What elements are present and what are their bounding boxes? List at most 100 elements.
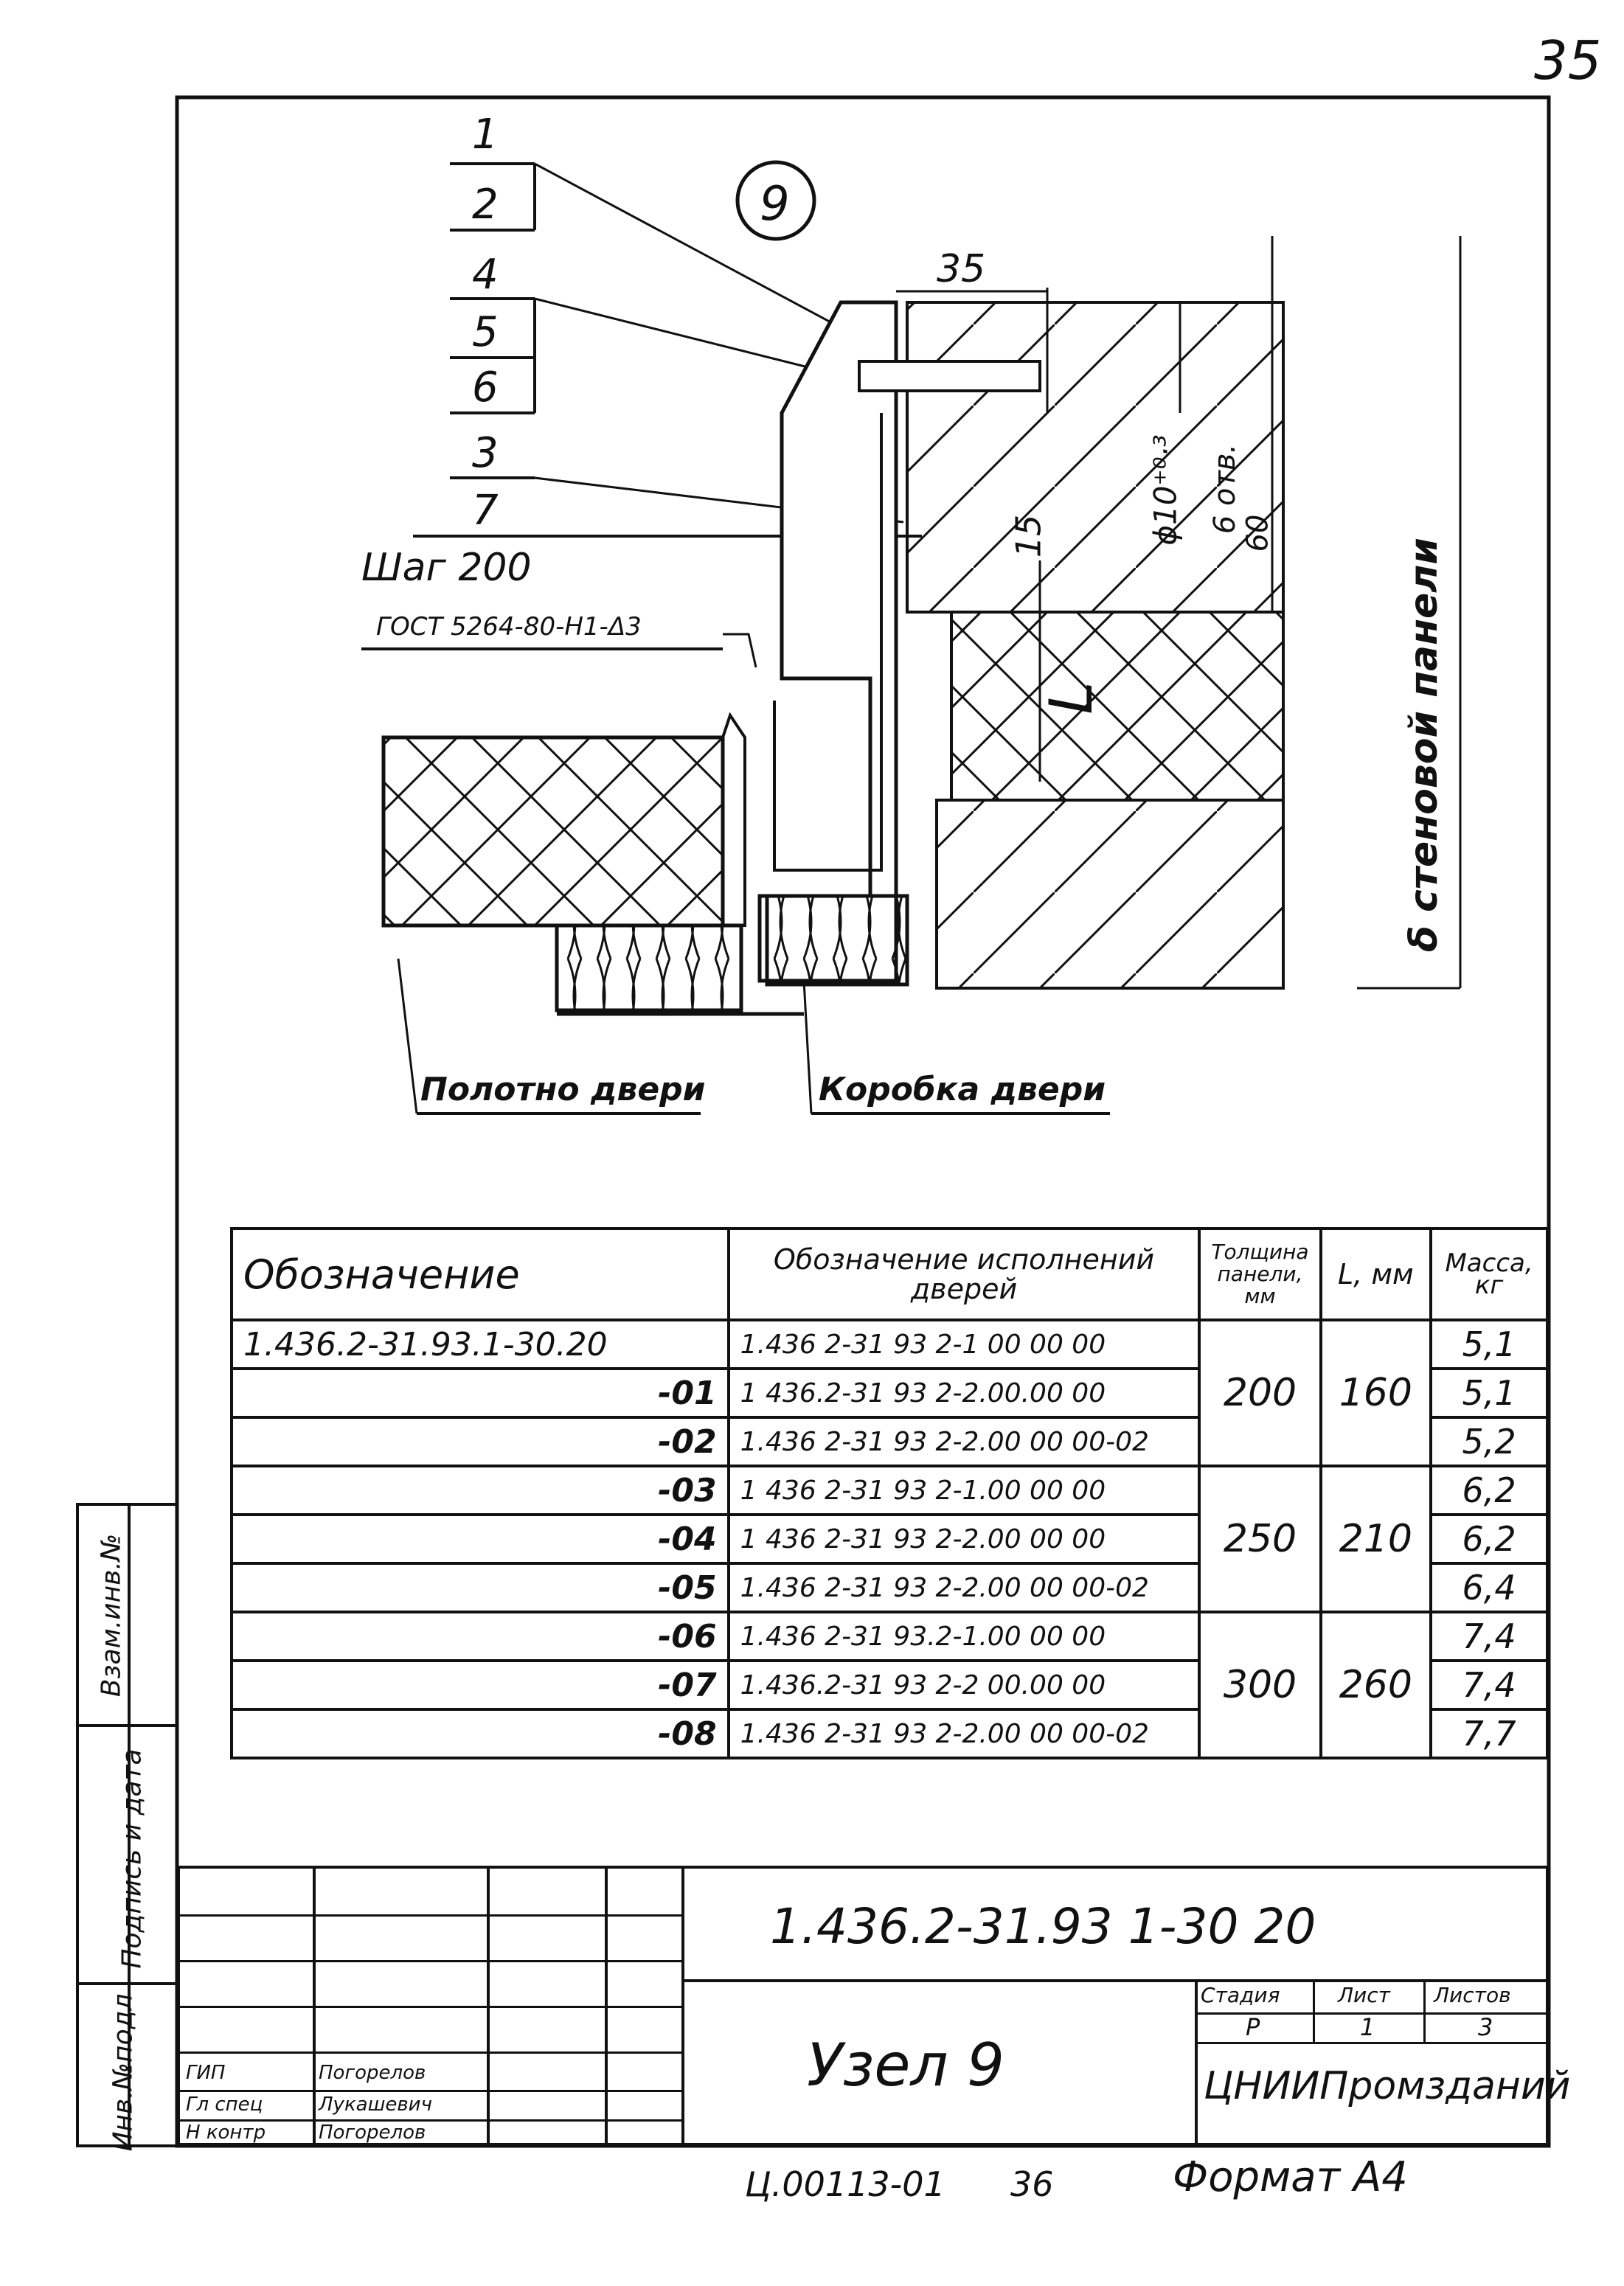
cell-mass: 5,1 xyxy=(1429,1367,1549,1419)
cell-designation: -06 xyxy=(230,1611,730,1662)
cell-door-exec: 1.436 2-31 93 2-2.00 00 00-02 xyxy=(726,1708,1201,1759)
callout-2: 2 xyxy=(472,181,499,229)
cell-designation: -03 xyxy=(230,1465,730,1516)
table-row: -03 1 436 2-31 93 2-1.00 00 00 250 210 6… xyxy=(230,1465,1549,1613)
sheet-frame xyxy=(175,95,1551,2148)
seal-left xyxy=(555,923,743,1012)
th-door-exec: Обозначение исполнений дверей xyxy=(726,1227,1201,1321)
role-gip: ГИП xyxy=(186,2062,226,2084)
cell-thickness: 200 xyxy=(1198,1319,1322,1467)
stamp-inv-replace: Взам.инв.№ xyxy=(96,1533,127,1698)
dim-panel-thickness: δ стеновой панели xyxy=(1401,538,1446,952)
node-number: 9 xyxy=(760,177,790,232)
table-row: -05 1.436 2-31 93 2-2.00 00 00-02 6,4 xyxy=(230,1562,1549,1613)
cell-thickness: 250 xyxy=(1198,1465,1322,1613)
stamp-inv-orig: Инв.№подл xyxy=(108,1993,139,2152)
cell-L: 260 xyxy=(1319,1611,1433,1759)
callout-4: 4 xyxy=(472,251,499,299)
role-norm-control: Н контр xyxy=(186,2122,266,2144)
th-designation: Обозначение xyxy=(230,1227,730,1321)
page-number: 35 xyxy=(1534,29,1602,91)
cell-designation: -08 xyxy=(230,1708,730,1759)
archive-num: 36 xyxy=(1010,2164,1054,2204)
door-leaf-insulation xyxy=(381,735,725,928)
cell-thickness: 300 xyxy=(1198,1611,1322,1759)
sheets-label: Листов xyxy=(1434,1983,1511,2007)
cell-L: 160 xyxy=(1319,1319,1433,1467)
spec-table: Обозначение Обозначение исполнений двере… xyxy=(230,1227,1549,1759)
th-mass: Масса, кг xyxy=(1429,1227,1549,1321)
step-label: Шаг 200 xyxy=(361,546,532,590)
callout-3: 3 xyxy=(472,429,499,477)
cell-mass: 6,2 xyxy=(1429,1465,1549,1516)
dim-35: 35 xyxy=(937,247,986,291)
frame-profile xyxy=(757,300,898,983)
caption-door-frame: Коробка двери xyxy=(819,1071,1106,1108)
gost-label: ГОСТ 5264-80-Н1-Δ3 xyxy=(376,612,642,642)
callout-7: 7 xyxy=(472,487,499,535)
name-norm-control: Погорелов xyxy=(319,2122,426,2144)
doc-code: 1.436.2-31.93 1-30 20 xyxy=(770,1898,1316,1955)
org-name: ЦНИИПромзданий xyxy=(1204,2064,1571,2108)
table-row: -02 1.436 2-31 93 2-2.00 00 00-02 5,2 xyxy=(230,1416,1549,1467)
cell-door-exec: 1.436 2-31 93.2-1.00 00 00 xyxy=(726,1611,1201,1662)
cell-mass: 6,2 xyxy=(1429,1513,1549,1565)
cell-designation: -01 xyxy=(230,1367,730,1419)
dim-holes-count: 6 отв. xyxy=(1208,443,1243,535)
cell-designation: -05 xyxy=(230,1562,730,1613)
stamp-sign-date: Подпись и дата xyxy=(117,1748,148,1969)
cell-mass: 5,1 xyxy=(1429,1319,1549,1370)
th-L: L, мм xyxy=(1319,1227,1433,1321)
table-row: -04 1 436 2-31 93 2-2.00 00 00 6,2 xyxy=(230,1513,1549,1565)
cell-door-exec: 1 436 2-31 93 2-2.00 00 00 xyxy=(726,1513,1201,1565)
cell-door-exec: 1.436 2-31 93 2-2.00 00 00-02 xyxy=(726,1416,1201,1467)
callout-1: 1 xyxy=(472,111,499,159)
dim-hole: ϕ10⁺⁰·³ xyxy=(1147,434,1184,546)
callout-5: 5 xyxy=(472,308,499,356)
table-row: -08 1.436 2-31 93 2-2.00 00 00-02 7,7 xyxy=(230,1708,1549,1759)
cell-door-exec: 1.436 2-31 93 2-1 00 00 00 xyxy=(726,1319,1201,1370)
sheets-value: 3 xyxy=(1478,2013,1493,2041)
table-row: -07 1.436.2-31 93 2-2 00.00 00 7,4 xyxy=(230,1659,1549,1711)
name-chief-spec: Лукашевич xyxy=(319,2094,432,2116)
dim-holes-pitch: 60 xyxy=(1240,514,1275,552)
caption-door-leaf: Полотно двери xyxy=(420,1071,706,1108)
dimension-lines xyxy=(896,236,1462,990)
cell-L: 210 xyxy=(1319,1465,1433,1613)
bolt xyxy=(858,360,1041,392)
cell-designation: -07 xyxy=(230,1659,730,1711)
th-panel-thickness: Толщина панели, мм xyxy=(1198,1227,1322,1321)
node-circle xyxy=(735,160,816,241)
table-header-row: Обозначение Обозначение исполнений двере… xyxy=(230,1227,1549,1321)
cell-designation: -04 xyxy=(230,1513,730,1565)
wall-insulation xyxy=(950,611,1285,802)
role-chief-spec: Гл спец xyxy=(186,2094,263,2116)
cell-door-exec: 1.436 2-31 93 2-2.00 00 00-02 xyxy=(726,1562,1201,1613)
cell-mass: 5,2 xyxy=(1429,1416,1549,1467)
archive-code: Ц.00113-01 xyxy=(745,2164,945,2204)
cell-door-exec: 1 436.2-31 93 2-2.00.00 00 xyxy=(726,1367,1201,1419)
cell-designation: 1.436.2-31.93.1-30.20 xyxy=(230,1319,730,1370)
wall-concrete xyxy=(906,301,1285,614)
cell-door-exec: 1.436.2-31 93 2-2 00.00 00 xyxy=(726,1659,1201,1711)
cell-mass: 7,7 xyxy=(1429,1708,1549,1759)
cell-mass: 7,4 xyxy=(1429,1611,1549,1662)
table-row: -01 1 436.2-31 93 2-2.00.00 00 5,1 xyxy=(230,1367,1549,1419)
dim-L: L xyxy=(1036,681,1106,715)
sheet-value: 1 xyxy=(1360,2013,1375,2041)
cell-mass: 6,4 xyxy=(1429,1562,1549,1613)
table-row: -06 1.436 2-31 93.2-1.00 00 00 300 260 7… xyxy=(230,1611,1549,1759)
seal-right xyxy=(765,894,909,987)
callout-6: 6 xyxy=(472,364,499,411)
title-block: 1.436.2-31.93 1-30 20 Узел 9 Стадия Лист… xyxy=(177,1866,1570,2146)
dim-15: 15 xyxy=(1008,514,1049,558)
stage-value: Р xyxy=(1246,2013,1260,2041)
cell-designation: -02 xyxy=(230,1416,730,1467)
table-row: 1.436.2-31.93.1-30.20 1.436 2-31 93 2-1 … xyxy=(230,1319,1549,1467)
sheet-label: Лист xyxy=(1338,1983,1390,2007)
wall-concrete-lower xyxy=(935,799,1285,990)
cell-mass: 7,4 xyxy=(1429,1659,1549,1711)
side-stamp-frame xyxy=(76,1503,178,2147)
format-label: Формат А4 xyxy=(1173,2153,1408,2201)
